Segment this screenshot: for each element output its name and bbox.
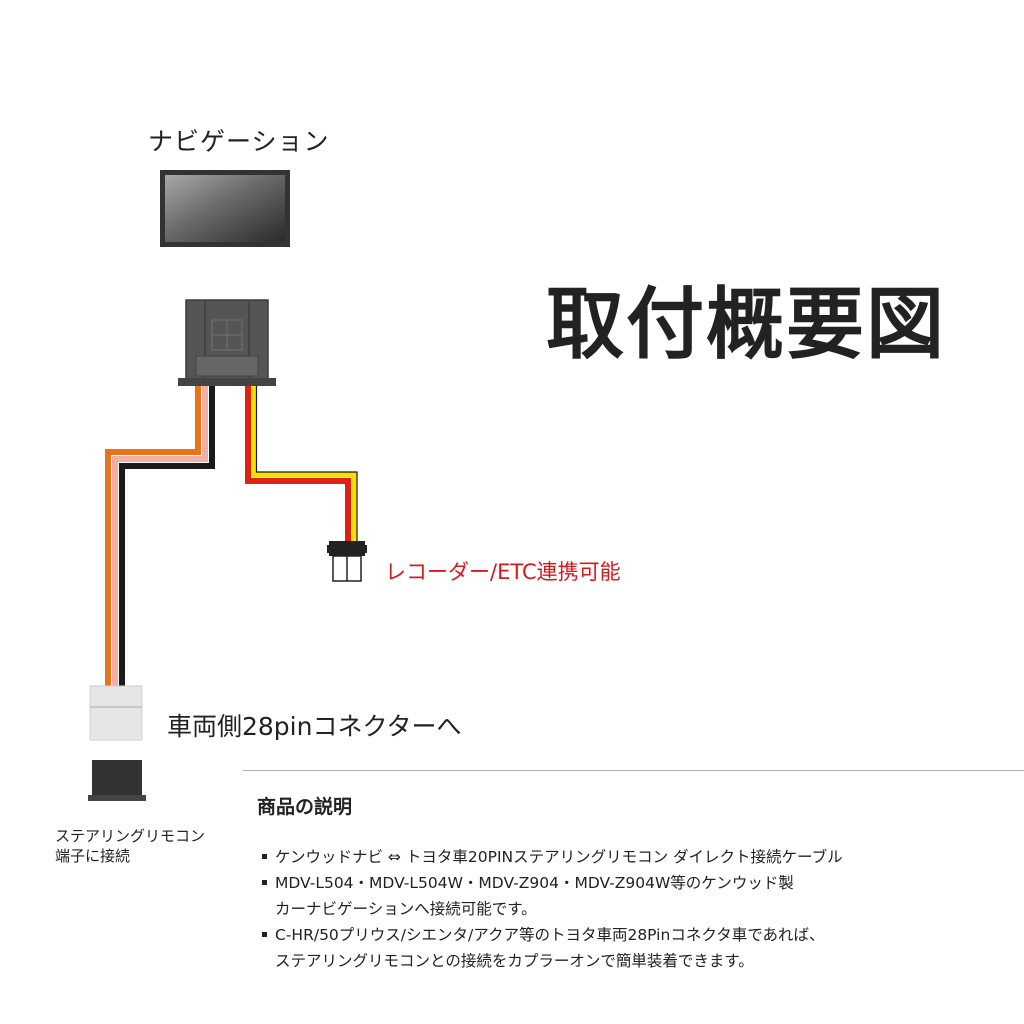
description-item: MDV-L504・MDV-L504W・MDV-Z904・MDV-Z904W等のケ… <box>262 870 1002 922</box>
description-heading: 商品の説明 <box>257 796 353 818</box>
right-wire-bundle <box>245 385 358 542</box>
steering-remote-label: ステアリングリモコン 端子に接続 <box>55 826 205 866</box>
recorder-connector-icon <box>327 541 367 582</box>
recorder-etc-label: レコーダー/ETC連携可能 <box>385 560 621 584</box>
navi-connector-icon <box>178 299 276 386</box>
vehicle-connector-label: 車両側28pinコネクターへ <box>167 712 462 741</box>
steering-remote-label-line1: ステアリングリモコン <box>55 827 206 845</box>
navigation-label: ナビゲーション <box>148 127 330 156</box>
vehicle-28pin-connector-icon <box>89 685 143 741</box>
steering-remote-terminal-icon <box>88 760 146 801</box>
page-title: 取付概要図 <box>546 280 947 370</box>
section-divider <box>243 770 1024 771</box>
left-wire-bundle <box>105 385 215 686</box>
description-item: ケンウッドナビ ⇔ トヨタ車20PINステアリングリモコン ダイレクト接続ケーブ… <box>262 844 1002 870</box>
navigation-monitor-icon <box>160 170 290 247</box>
description-item: C-HR/50プリウス/シエンタ/アクア等のトヨタ車両28Pinコネクタ車であれ… <box>262 922 1002 974</box>
steering-remote-label-line2: 端子に接続 <box>55 847 131 865</box>
description-list: ケンウッドナビ ⇔ トヨタ車20PINステアリングリモコン ダイレクト接続ケーブ… <box>262 844 1002 974</box>
